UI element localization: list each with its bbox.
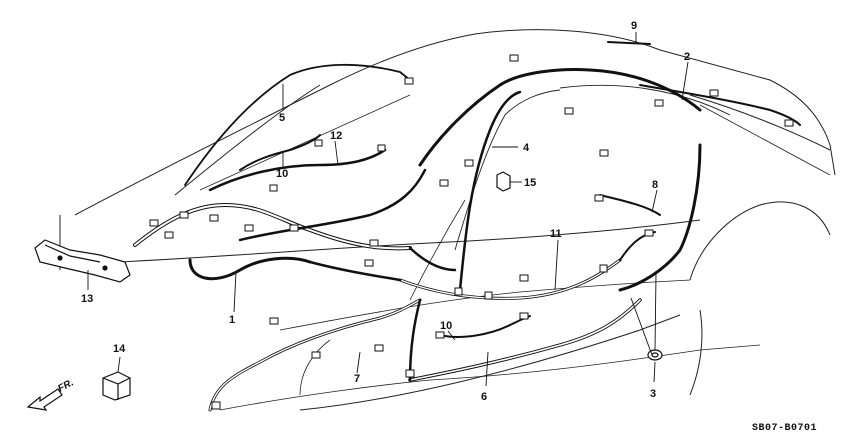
connector	[784, 119, 794, 127]
callout-14: 14	[113, 343, 126, 355]
callout-4: 4	[523, 142, 530, 154]
connector	[564, 107, 574, 115]
callout-1: 1	[229, 314, 235, 326]
callout-numbers: 1 2 3 4 5 6 7 8 9 10 10 11 12 13 14 15	[81, 20, 690, 403]
connector	[435, 331, 445, 339]
connector	[149, 219, 159, 227]
direction-label: FR.	[56, 377, 75, 394]
connector	[454, 287, 463, 296]
callout-5: 5	[279, 112, 285, 124]
connector	[484, 291, 493, 300]
relay-part-14	[102, 371, 131, 401]
connector	[211, 401, 221, 410]
connector	[405, 369, 415, 378]
connector	[464, 159, 474, 167]
connectors	[149, 54, 794, 410]
connector	[364, 259, 374, 267]
callout-3: 3	[650, 388, 656, 400]
connector	[164, 231, 174, 239]
connector	[439, 179, 449, 187]
connector	[377, 144, 386, 152]
callout-6: 6	[481, 391, 487, 403]
front-direction-arrow: FR.	[26, 377, 76, 411]
connector	[594, 194, 604, 202]
connector	[509, 54, 519, 62]
callout-10-upper: 10	[276, 168, 288, 180]
connector	[519, 274, 529, 282]
connector	[289, 224, 299, 232]
callout-13: 13	[81, 293, 93, 305]
connector	[269, 184, 278, 192]
callout-7: 7	[354, 373, 360, 385]
leader-lines	[87, 32, 689, 387]
connector	[644, 229, 654, 237]
callout-12: 12	[330, 130, 342, 142]
callout-15: 15	[524, 177, 536, 189]
callout-2: 2	[684, 51, 690, 63]
connector	[244, 224, 254, 232]
connector	[599, 149, 609, 157]
grommet-part-3	[647, 349, 663, 361]
connector	[709, 89, 719, 97]
connector	[209, 214, 219, 222]
car-body-outline	[59, 29, 836, 411]
bracket-part-13	[34, 239, 131, 283]
diagram-code: SB07-B0701	[752, 423, 817, 434]
arrow-icon	[26, 388, 63, 411]
connector	[369, 239, 379, 247]
connector	[519, 312, 529, 320]
connector	[374, 344, 384, 352]
callout-11: 11	[550, 228, 562, 240]
callout-10-lower: 10	[440, 320, 452, 332]
connector	[654, 99, 664, 107]
connector	[404, 77, 414, 85]
clip-part-15	[496, 171, 511, 192]
connector	[314, 139, 323, 147]
connector	[269, 317, 279, 325]
callout-9: 9	[631, 20, 637, 32]
callout-8: 8	[652, 179, 658, 191]
connector	[599, 264, 608, 273]
connector	[311, 351, 321, 359]
connector	[179, 211, 189, 219]
